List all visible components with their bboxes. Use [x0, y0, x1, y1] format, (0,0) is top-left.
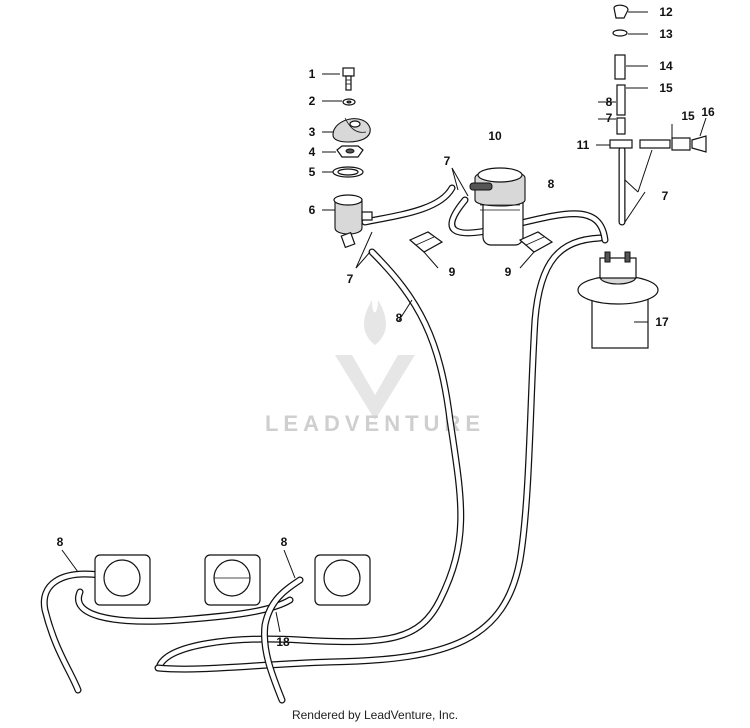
callout-12: 12 — [659, 5, 673, 19]
watermark-brand: LEADVENTURE — [265, 411, 485, 436]
callout-8: 8 — [396, 311, 403, 325]
callout-8: 8 — [606, 95, 613, 109]
callout-7: 7 — [662, 189, 669, 203]
leader-lines — [61, 11, 707, 633]
carburetors — [94, 554, 371, 606]
fuel-hoses — [40, 146, 626, 704]
callout-9: 9 — [449, 265, 456, 279]
callout-18: 18 — [276, 635, 290, 649]
vent-assembly — [609, 4, 707, 153]
bolt — [342, 67, 355, 91]
callout-14: 14 — [659, 59, 673, 73]
callout-10: 10 — [488, 129, 502, 143]
callout-9: 9 — [505, 265, 512, 279]
callout-8: 8 — [548, 177, 555, 191]
callout-8: 8 — [281, 535, 288, 549]
fuel-strainer — [469, 167, 526, 246]
callout-6: 6 — [309, 203, 316, 217]
watermark-flame-icon — [364, 300, 386, 345]
render-credit: Rendered by LeadVenture, Inc. — [291, 708, 459, 722]
watermark: LEADVENTURE — [265, 300, 485, 436]
callout-13: 13 — [659, 27, 673, 41]
callout-5: 5 — [309, 165, 316, 179]
gasket — [332, 166, 364, 178]
callout-7: 7 — [347, 272, 354, 286]
callout-7: 7 — [606, 111, 613, 125]
callout-4: 4 — [309, 145, 316, 159]
hose-clamps — [408, 231, 554, 253]
callout-15: 15 — [659, 81, 673, 95]
callout-1: 1 — [309, 67, 316, 81]
callout-15: 15 — [681, 109, 695, 123]
filter-cover — [332, 117, 371, 143]
callout-2: 2 — [309, 94, 316, 108]
callout-11: 11 — [577, 138, 590, 152]
fuel-filter — [333, 194, 373, 249]
watermark-logo-icon — [335, 355, 415, 420]
callout-8: 8 — [57, 535, 64, 549]
callout-16: 16 — [701, 105, 715, 119]
callout-17: 17 — [655, 315, 669, 329]
nut — [336, 145, 364, 158]
callout-labels: 1 2 3 4 5 6 7 7 7 7 8 8 8 8 8 9 9 10 11 … — [57, 5, 715, 649]
callout-3: 3 — [309, 125, 316, 139]
washer — [342, 98, 356, 106]
callout-7: 7 — [444, 154, 451, 168]
fuel-pickup-unit — [577, 251, 659, 349]
